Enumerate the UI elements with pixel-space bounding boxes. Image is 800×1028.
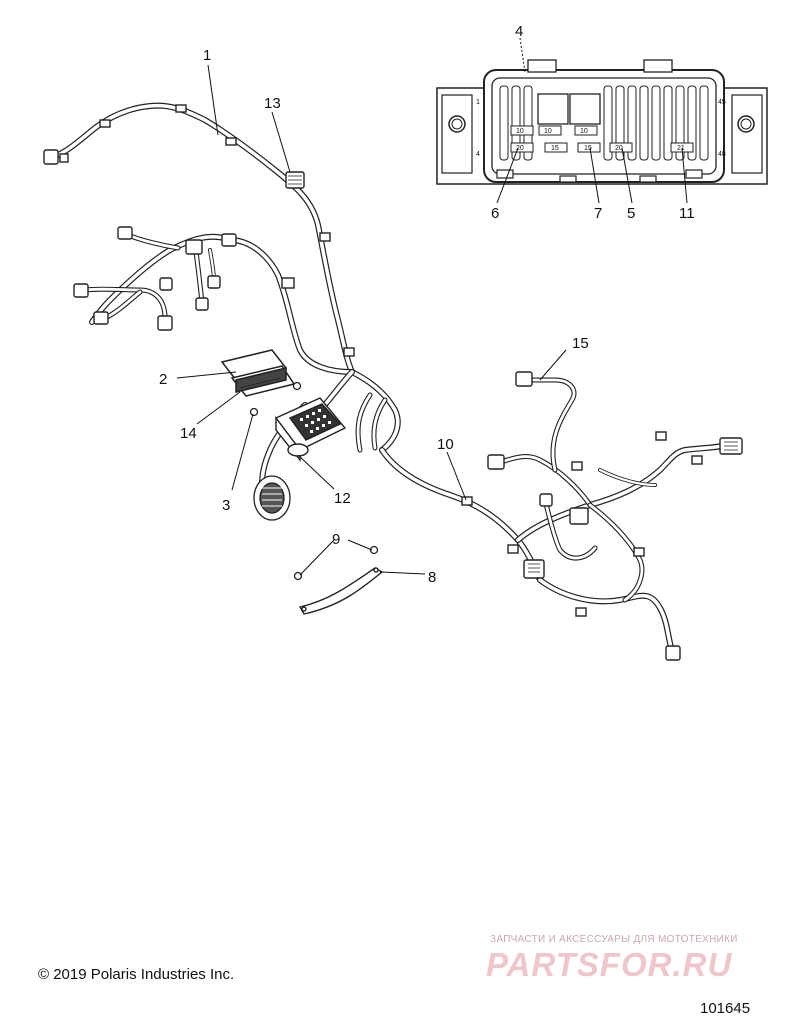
fuse-label: 10 [516,128,524,135]
fuse-label: 21 [677,145,685,152]
fuse-label: 10 [544,128,552,135]
watermark-tagline: ЗАПЧАСТИ И АКСЕССУАРЫ ДЛЯ МОТОТЕХНИКИ [490,934,738,945]
pin-number-left-top: 1 [476,99,480,106]
fuse-label: 15 [551,145,559,152]
ecu-module [220,349,296,397]
fuse-box [274,397,347,462]
watermark-logo: PARTSFOR.RU [486,946,733,983]
leader-lines [176,37,688,576]
diagram-number: 101645 [700,1000,751,1017]
fuse-label: 15 [584,145,592,152]
connector-detail-inset: 1 4 45 48 10 10 10 20 15 15 20 21 [436,59,768,185]
copyright-notice: © 2019 Polaris Industries Inc. [38,966,235,983]
lower-wire-harness [379,377,725,653]
callout-1: 1 [203,47,211,64]
upper-harness-connectors [43,149,305,331]
callout-6: 6 [491,205,499,222]
pin-number-right-bottom: 48 [718,151,726,158]
callout-labels: 1 13 2 14 3 12 10 15 9 8 4 6 7 5 11 [159,23,695,586]
callout-14: 14 [180,425,197,442]
callout-3: 3 [222,497,230,514]
fuse-label: 10 [580,128,588,135]
pin-number-right-top: 45 [718,99,726,106]
upper-wire-harness [49,102,355,375]
callout-12: 12 [334,490,351,507]
callout-15: 15 [572,335,589,352]
callout-11: 11 [679,205,695,222]
callout-2: 2 [159,371,167,388]
callout-7: 7 [594,205,602,222]
lower-harness-connectors [487,371,743,661]
mounting-bracket [298,567,384,615]
fasteners [249,381,379,581]
pin-number-left-bottom: 4 [476,151,480,158]
callout-8: 8 [428,569,436,586]
fuse-label: 20 [615,145,623,152]
callout-5: 5 [627,205,635,222]
fuse-label: 20 [516,145,524,152]
callout-10: 10 [437,436,454,453]
round-connector-cluster [253,475,291,521]
callout-13: 13 [264,95,281,112]
callout-9: 9 [332,531,340,548]
callout-4: 4 [515,23,523,40]
